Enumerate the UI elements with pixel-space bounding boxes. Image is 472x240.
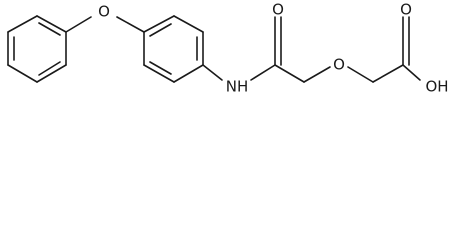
phenylene-ring [143, 15, 204, 83]
acid-chain [347, 16, 421, 83]
ether-bridge [65, 16, 145, 33]
amide-nitrogen-label: NH [226, 78, 249, 96]
chemical-structure: O NH O O O OH [7, 1, 449, 96]
chain-ether-oxygen-label: O [333, 56, 345, 74]
amide-carbonyl-oxygen-label: O [272, 1, 284, 19]
phenyl-ring-left [7, 15, 67, 83]
hydroxyl-label: OH [425, 78, 448, 96]
acid-carbonyl-oxygen-label: O [400, 1, 412, 19]
amide-linkage [202, 16, 331, 83]
ether-oxygen-label: O [98, 3, 110, 21]
